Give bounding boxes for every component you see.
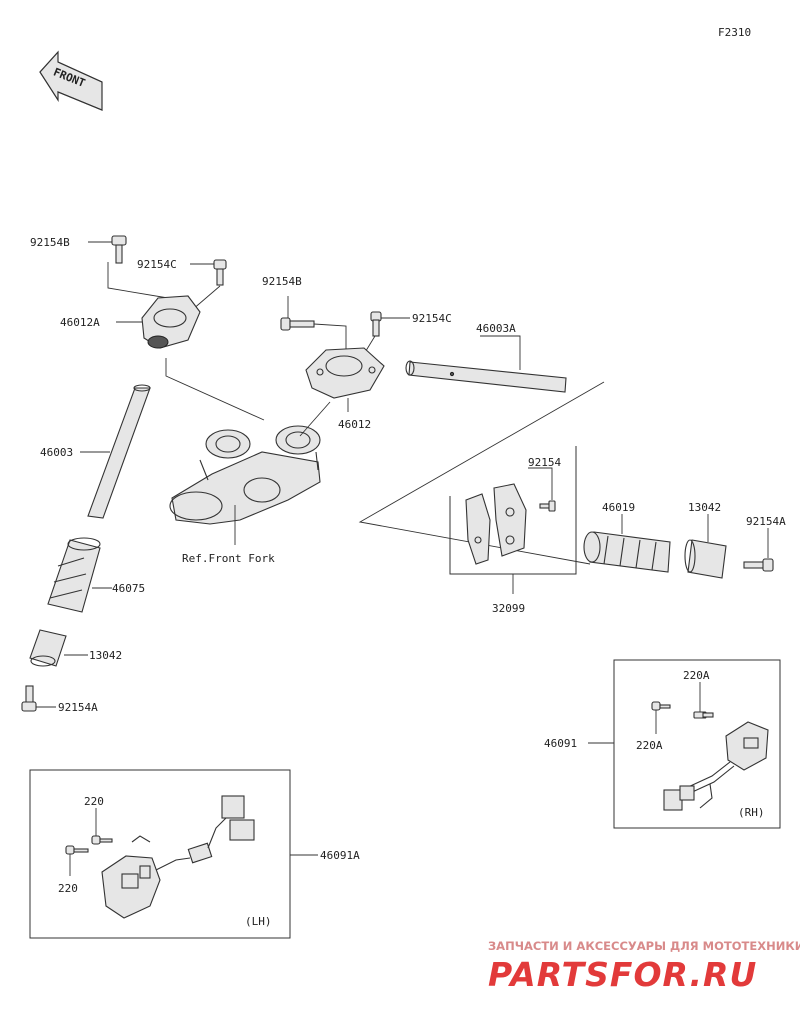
- label-46003a: 46003A: [476, 322, 516, 335]
- label-220a-bottom: 220A: [636, 739, 663, 752]
- watermark-logo: PARTSFOR.RU: [488, 955, 757, 994]
- label-46003: 46003: [40, 446, 73, 459]
- label-92154a-right: 92154A: [746, 515, 786, 528]
- bolt-92154a-right: [743, 558, 774, 572]
- throttle-housing-32099: [465, 483, 527, 565]
- watermark-tagline: ЗАПЧАСТИ И АКСЕССУАРЫ ДЛЯ МОТОТЕХНИКИ: [488, 939, 800, 953]
- bolt-92154c-left: [213, 259, 227, 286]
- label-46091a: 46091A: [320, 849, 360, 862]
- label-92154c-left: 92154C: [137, 258, 177, 271]
- screw-220-top: [91, 835, 113, 845]
- bar-end-weight-13042-right: [684, 539, 727, 579]
- bar-end-weight-13042-left: [29, 629, 67, 667]
- handlebar-holder-46012: [305, 347, 385, 399]
- label-220-bottom: 220: [58, 882, 78, 895]
- lh-label: (LH): [245, 915, 272, 928]
- bolt-92154b-right: [280, 317, 315, 331]
- label-92154b-left: 92154B: [30, 236, 70, 249]
- label-46012: 46012: [338, 418, 371, 431]
- bolt-92154c-right: [370, 311, 382, 337]
- label-46091: 46091: [544, 737, 577, 750]
- handlebar-holder-46012a: [141, 295, 201, 349]
- rh-handlebar-switch-46091: [663, 721, 769, 811]
- label-92154a-left: 92154A: [58, 701, 98, 714]
- handlebar-tube-46003a: [405, 360, 567, 393]
- handlebar-tube-46003: [87, 384, 151, 519]
- label-46019: 46019: [602, 501, 635, 514]
- rh-label: (RH): [738, 806, 765, 819]
- label-13042-right: 13042: [688, 501, 721, 514]
- label-46075: 46075: [112, 582, 145, 595]
- screw-220-bottom: [65, 845, 89, 855]
- label-220a-top: 220A: [683, 669, 710, 682]
- lh-switch-box: [29, 769, 291, 939]
- front-fork-top-bracket: [169, 425, 321, 525]
- diagram-code: F2310: [718, 26, 751, 39]
- bolt-92154a-left: [21, 685, 37, 712]
- label-220-top: 220: [84, 795, 104, 808]
- bolt-92154b-left: [111, 235, 127, 264]
- rh-switch-box: [613, 659, 781, 829]
- screw-220a-bottom: [651, 701, 671, 711]
- label-13042-left: 13042: [89, 649, 122, 662]
- grip-46019: [583, 531, 671, 573]
- screw-220a-top: [693, 711, 714, 719]
- lh-handlebar-switch-46091a: [101, 795, 255, 919]
- grip-46075: [47, 537, 101, 613]
- label-92154c-right: 92154C: [412, 312, 452, 325]
- label-32099: 32099: [492, 602, 525, 615]
- ref-front-fork-label: Ref.Front Fork: [182, 552, 275, 565]
- label-92154-mid: 92154: [528, 456, 561, 469]
- label-92154b-right: 92154B: [262, 275, 302, 288]
- screw-92154-mid: [539, 500, 556, 512]
- front-arrow-icon: FRONT: [39, 50, 103, 111]
- label-46012a: 46012A: [60, 316, 100, 329]
